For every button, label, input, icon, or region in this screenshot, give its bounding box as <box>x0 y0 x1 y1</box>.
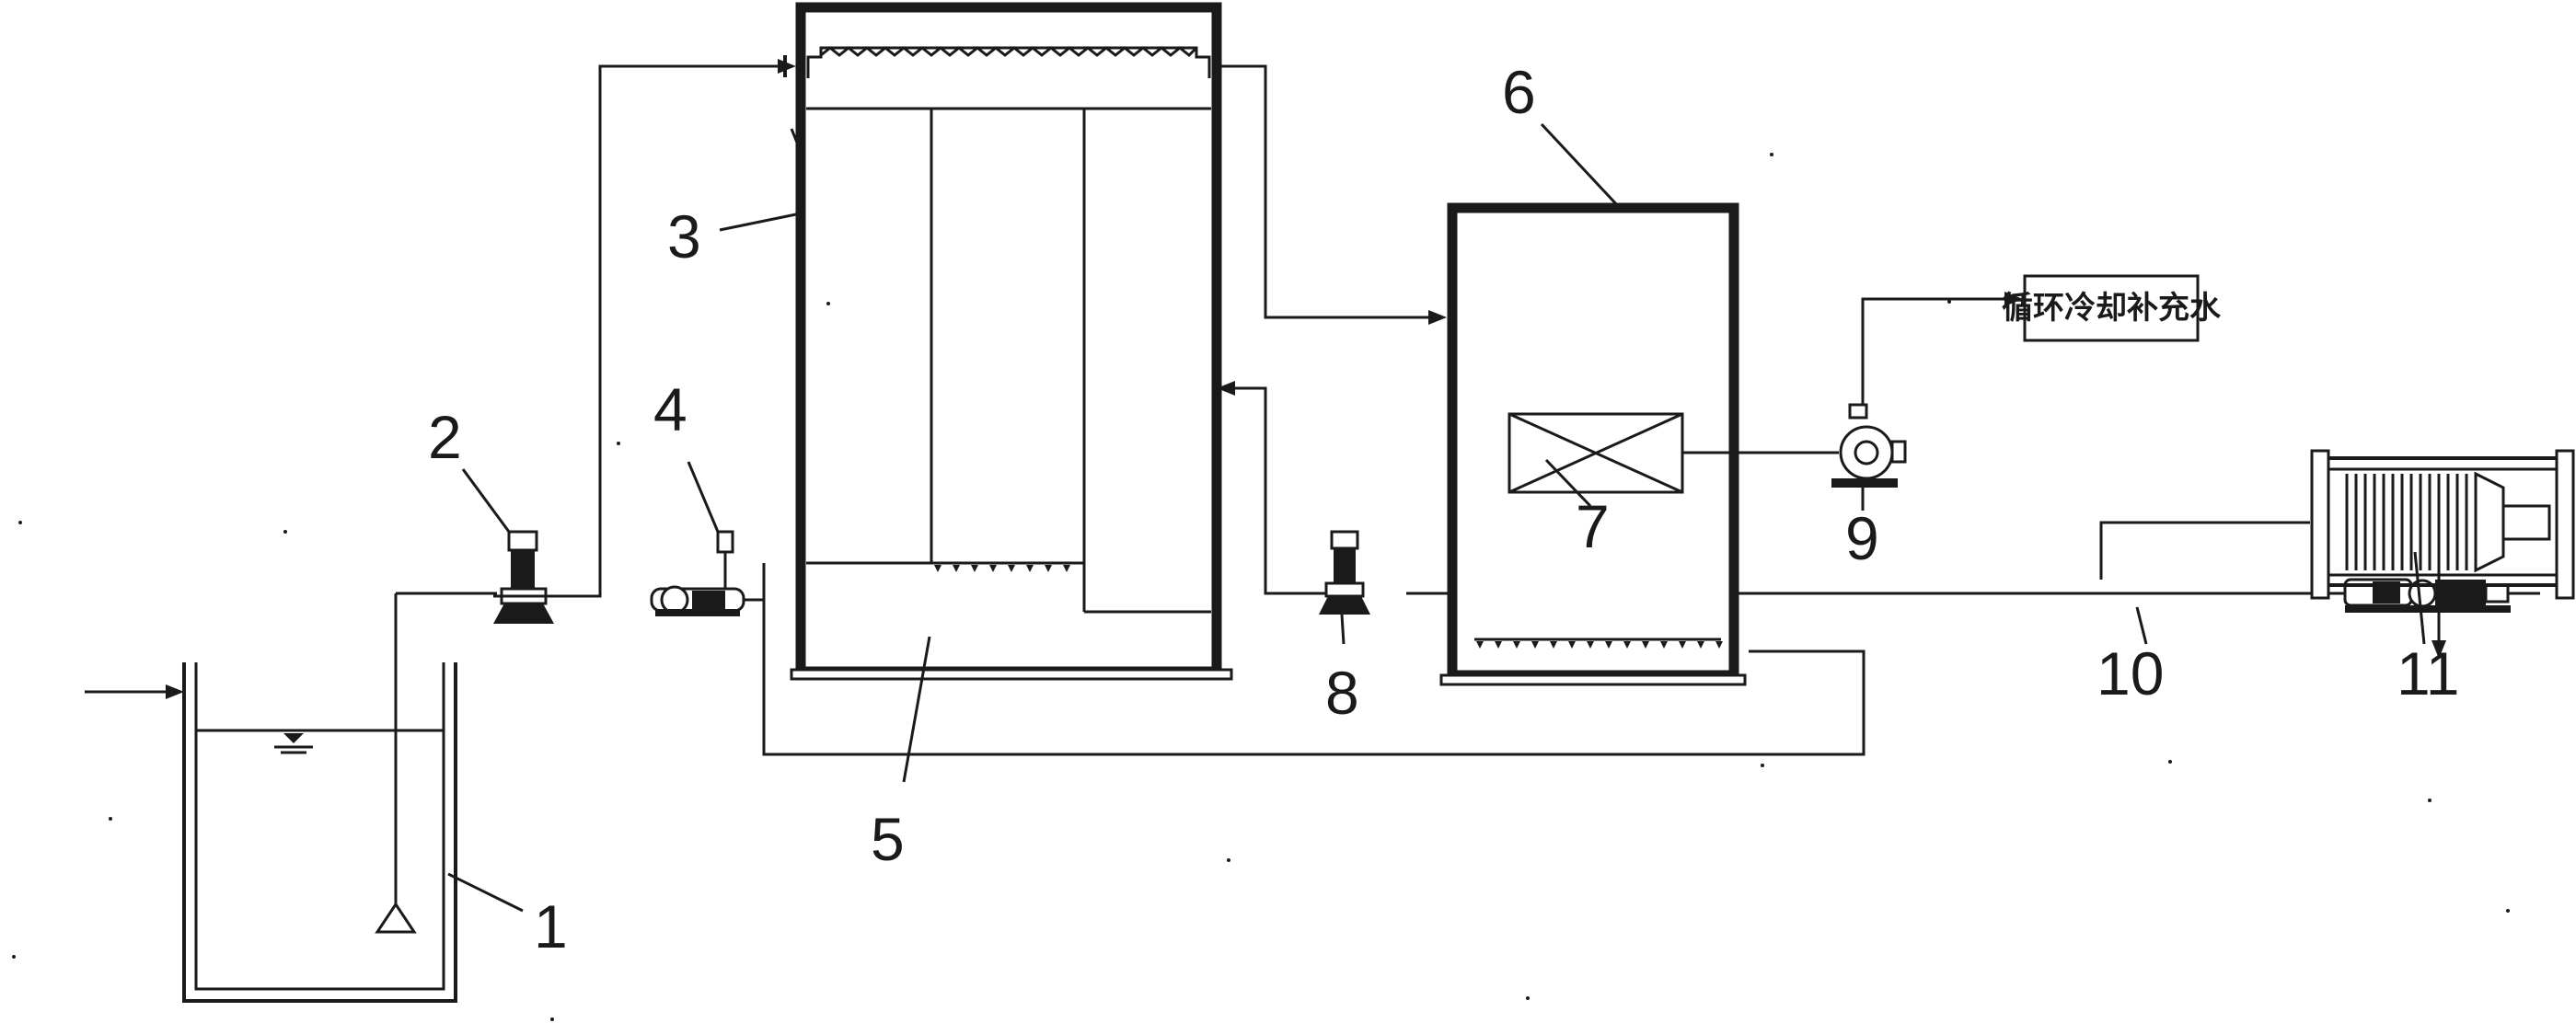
label-8: 8 <box>1325 659 1359 727</box>
collection-tank <box>182 662 457 1003</box>
filter-press-icon <box>2310 449 2575 659</box>
pipe-to-filter-press <box>2099 521 2310 580</box>
overflow-weir <box>820 46 1198 58</box>
label-2: 2 <box>428 403 462 471</box>
label-6: 6 <box>1502 58 1536 126</box>
label-3: 3 <box>667 202 701 270</box>
aerator-icon <box>1474 638 1723 649</box>
outlet-box-label: 循环冷却补充水 <box>2002 290 2222 327</box>
makeup-water-pipe <box>1861 297 2008 405</box>
heat-exchanger-icon <box>1507 412 1684 494</box>
inflow-arrow <box>85 684 184 699</box>
outlet-box: 循环冷却补充水 <box>2002 274 2222 342</box>
label-1: 1 <box>534 892 568 960</box>
recycle-loop-pipe <box>762 563 1866 756</box>
scan-specks <box>12 153 2510 1021</box>
label-7: 7 <box>1576 492 1610 560</box>
makeup-arrow <box>2004 292 2023 306</box>
leader-lines <box>447 122 2426 913</box>
horizontal-pump-icon <box>650 530 745 616</box>
label-9: 9 <box>1845 504 1879 572</box>
overflow-pipe <box>1217 64 1436 319</box>
water-level-icon <box>274 733 313 754</box>
overflow-arrow <box>1428 310 1447 325</box>
pipe-to-reactor-top <box>571 64 785 598</box>
centrifugal-pump-icon <box>1831 403 1907 488</box>
label-11: 11 <box>2397 639 2460 707</box>
aerator-icon <box>931 561 1084 572</box>
vertical-pump-icon <box>1319 530 1370 615</box>
return-arrow <box>1217 381 1235 396</box>
label-5: 5 <box>871 805 905 873</box>
foot-valve-icon <box>375 902 417 934</box>
label-4: 4 <box>653 375 687 443</box>
label-10: 10 <box>2097 639 2164 707</box>
sedimentation-tank <box>1439 202 1747 686</box>
vertical-pump-icon <box>493 530 571 624</box>
reactor-tank <box>790 2 1233 681</box>
